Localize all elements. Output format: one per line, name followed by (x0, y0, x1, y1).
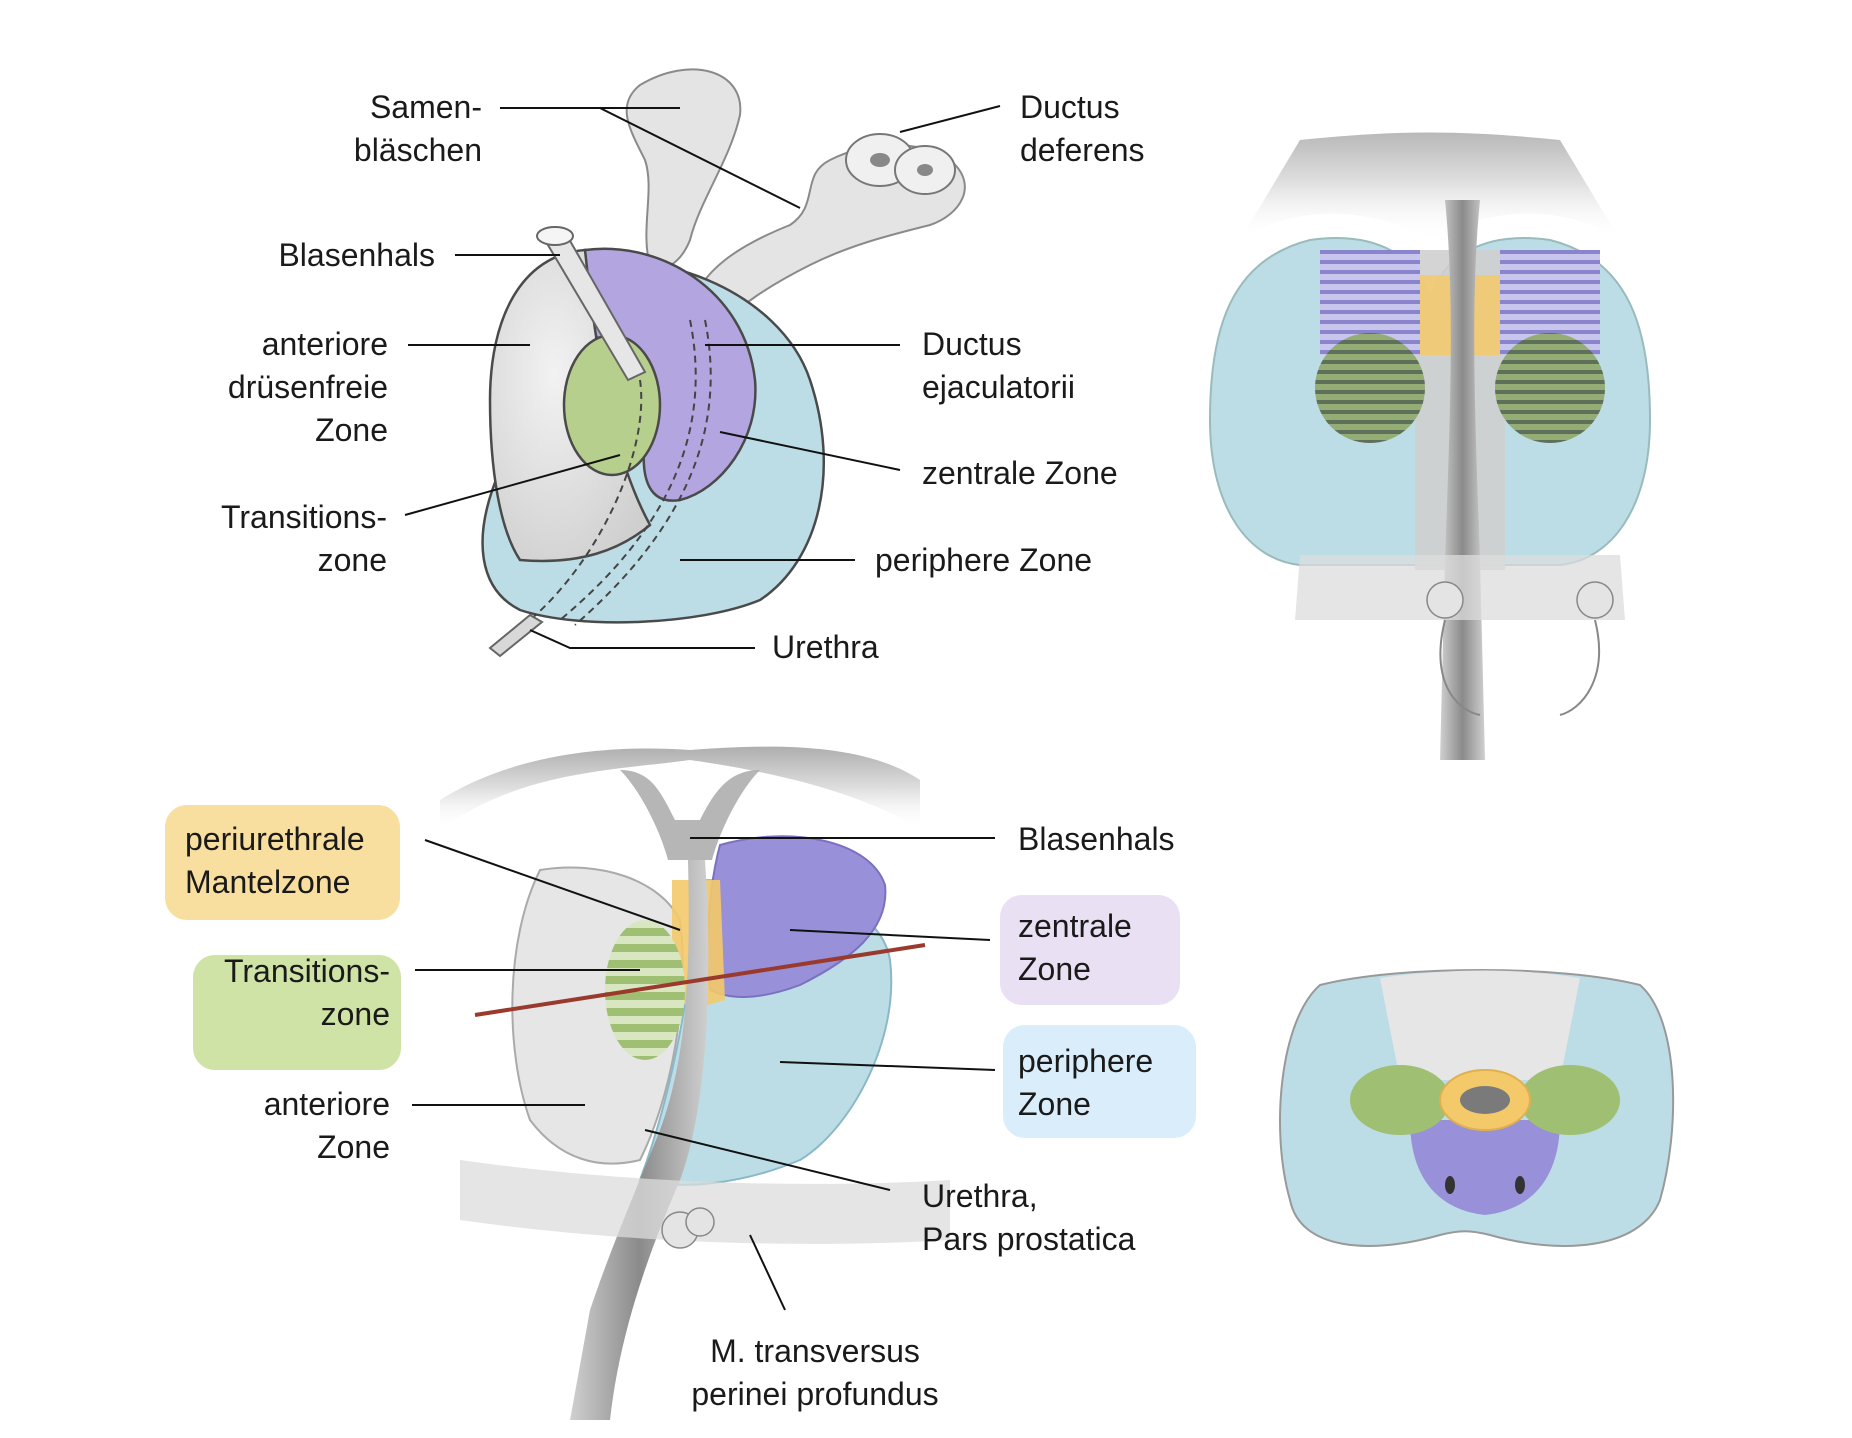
label-samenblaeschen: Samen-bläschen (353, 89, 482, 168)
label-periphere-zone-top: periphere Zone (875, 542, 1093, 578)
top-left-prostate-illustration (404, 68, 1001, 658)
box-transition (193, 955, 401, 1070)
urethra-exit (488, 613, 544, 658)
ejaculatory-duct-dashed-2 (574, 319, 712, 626)
ductus-lumen (870, 153, 890, 167)
box-central (1000, 895, 1180, 1005)
label-transitionszone-top: Transitions-zone (221, 499, 387, 578)
frontal-gland-duct-left (1439, 619, 1481, 716)
pelvic-floor-muscle (460, 1160, 950, 1244)
transition-zone-3d (562, 333, 662, 477)
label-urethra-top: Urethra (772, 629, 879, 665)
bottom-left-leader-lines (412, 837, 996, 1311)
label-transitionszone-bottom: Transitions-zone (224, 953, 390, 1032)
frontal-gland-right (1576, 581, 1614, 619)
frontal-gland-left (1426, 581, 1464, 619)
ductus-lumen-2 (917, 164, 933, 176)
ejaculatory-duct-dashed (559, 319, 697, 621)
bladder-neck-funnel (620, 770, 760, 860)
frontal-transition-zone-left (1315, 333, 1425, 443)
frontal-muscle-band (1295, 555, 1625, 620)
transverse-anterior-zone (1380, 970, 1580, 1080)
frontal-gland-duct-right (1559, 619, 1601, 716)
bladder-neck-opening (536, 226, 574, 246)
top-right-frontal-section (1208, 132, 1652, 760)
ejaculatory-duct-opening-right (1515, 1176, 1525, 1194)
label-blasenhals-top: Blasenhals (278, 237, 435, 273)
bladder-wall-background (440, 746, 920, 830)
ejaculatory-duct-opening-left (1445, 1176, 1455, 1194)
seminal-vesicle-left (625, 68, 742, 270)
frontal-transition-zone-right (1495, 333, 1605, 443)
label-blasenhals-bottom: Blasenhals (1018, 821, 1175, 857)
box-peripheral (1003, 1025, 1196, 1138)
section-cut-line (474, 943, 926, 1017)
label-urethra-pars-prostatica: Urethra,Pars prostatica (922, 1178, 1136, 1257)
transverse-transition-zone-right (1520, 1065, 1620, 1135)
label-zentrale-zone-top: zentrale Zone (922, 455, 1118, 491)
bulbourethral-gland-2 (685, 1207, 715, 1237)
bottom-left-sagittal-section (412, 746, 996, 1420)
bladder-top-tissue (1240, 132, 1620, 240)
urethra-dashed (529, 379, 643, 621)
box-periurethral (165, 805, 400, 920)
bottom-right-transverse-section (1279, 969, 1675, 1247)
transverse-urethra-lumen (1460, 1086, 1510, 1114)
transverse-transition-zone-left (1350, 1065, 1450, 1135)
top-left-leader-lines (404, 105, 1001, 649)
urethra-sagittal (570, 860, 709, 1420)
